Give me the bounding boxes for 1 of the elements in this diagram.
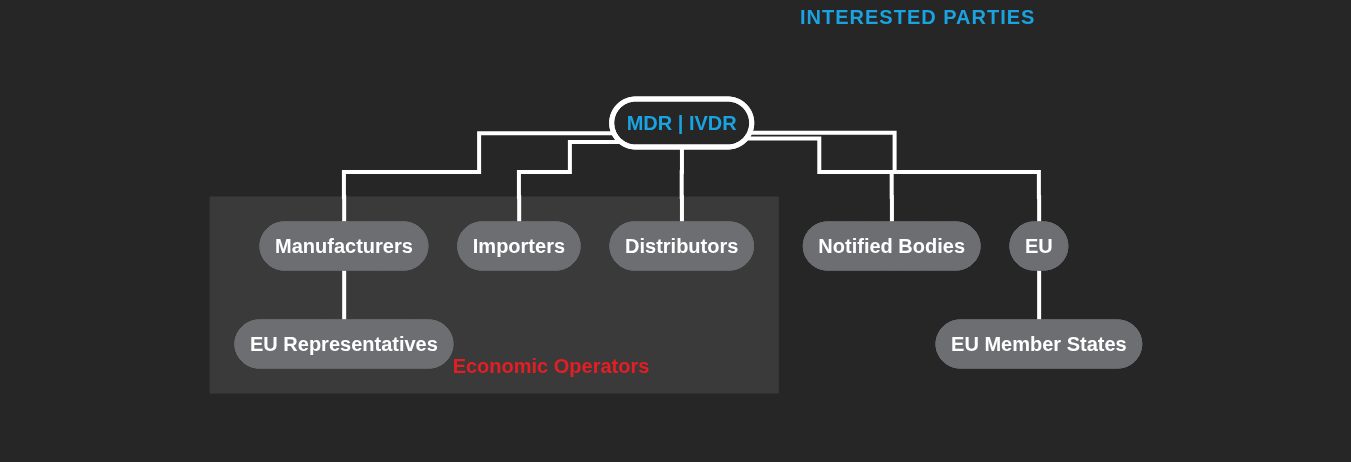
heading-label: INTERESTED PARTIES bbox=[800, 6, 1036, 29]
